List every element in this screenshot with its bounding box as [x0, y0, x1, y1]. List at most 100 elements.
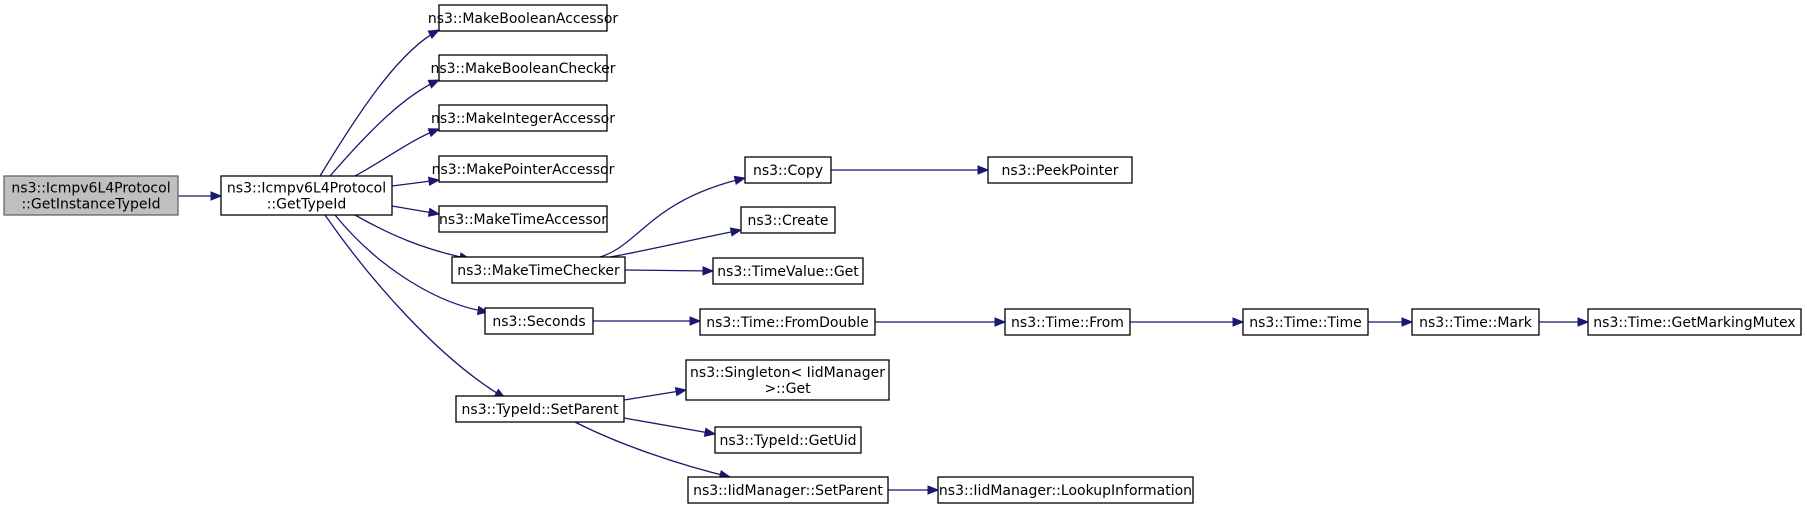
edge-n7-n10: [599, 175, 747, 258]
arrowhead-n14-n15: [994, 317, 1007, 327]
node-box-n14: [699, 308, 876, 336]
node-label-n21-0: ns3::IidManager::SetParent: [693, 483, 883, 499]
arrowhead-n7-n11: [729, 227, 743, 237]
edge-n17-n18: [1539, 317, 1590, 327]
node-box-n2: [438, 4, 608, 32]
node-box-n3: [438, 54, 608, 82]
arrowhead-n1-n6: [427, 207, 441, 217]
arrowhead-n7-n12: [702, 266, 715, 276]
arrowhead-n15-n16: [1232, 317, 1245, 327]
arrowhead-n7-n10: [733, 175, 747, 185]
node-label-n14-0: ns3::Time::FromDouble: [706, 315, 869, 331]
edge-n7-n12: [624, 266, 715, 276]
node-n11[interactable]: ns3::Create: [740, 206, 836, 234]
edge-n16-n17: [1368, 317, 1414, 327]
node-box-n20: [714, 426, 862, 454]
edge-line-n9-n21: [574, 421, 731, 478]
edge-line-n1-n8: [334, 214, 489, 313]
arrowhead-n1-n4: [427, 128, 441, 138]
arrowhead-n10-n13: [977, 165, 990, 175]
node-n16[interactable]: ns3::Time::Time: [1242, 308, 1369, 336]
edge-n1-n2: [319, 29, 441, 177]
node-n19[interactable]: ns3::Singleton< IidManager >::Get: [685, 359, 890, 401]
node-box-n18: [1587, 308, 1802, 336]
edge-n7-n11: [609, 227, 743, 258]
node-n15[interactable]: ns3::Time::From: [1004, 308, 1131, 336]
node-label-n6-0: ns3::MakeTimeAccessor: [439, 212, 607, 228]
node-n5[interactable]: ns3::MakePointerAccessor: [432, 155, 615, 183]
arrowhead-n1-n2: [427, 29, 441, 40]
node-n20[interactable]: ns3::TypeId::GetUid: [714, 426, 862, 454]
arrowhead-n8-n14: [689, 316, 702, 326]
node-n14[interactable]: ns3::Time::FromDouble: [699, 308, 876, 336]
node-n2[interactable]: ns3::MakeBooleanAccessor: [428, 4, 619, 32]
arrowhead-n1-n5: [427, 176, 441, 187]
arrowhead-n21-n22: [927, 485, 940, 495]
node-n6[interactable]: ns3::MakeTimeAccessor: [438, 205, 608, 233]
edge-n1-n5: [391, 176, 441, 187]
arrowhead-n1-n3: [427, 79, 441, 89]
node-box-n17: [1411, 308, 1540, 336]
node-box-n1: [220, 175, 393, 216]
node-n22[interactable]: ns3::IidManager::LookupInformation: [937, 476, 1194, 504]
node-n1[interactable]: ns3::Icmpv6L4Protocol::GetTypeId: [220, 175, 393, 216]
node-n7[interactable]: ns3::MakeTimeChecker: [451, 256, 626, 284]
node-box-n4: [438, 104, 608, 132]
node-box-n9: [455, 395, 625, 423]
edge-n1-n4: [354, 128, 441, 177]
node-n18[interactable]: ns3::Time::GetMarkingMutex: [1587, 308, 1802, 336]
arrowhead-n16-n17: [1401, 317, 1414, 327]
node-box-n12: [712, 257, 864, 285]
edge-n1-n6: [391, 205, 441, 217]
edge-n21-n22: [888, 485, 940, 495]
node-n13[interactable]: ns3::PeekPointer: [987, 156, 1133, 184]
node-n0[interactable]: ns3::Icmpv6L4Protocol::GetInstanceTypeId: [3, 175, 179, 216]
node-box-n13: [987, 156, 1133, 184]
edge-line-n7-n10: [599, 177, 746, 258]
node-n17[interactable]: ns3::Time::Mark: [1411, 308, 1540, 336]
node-label-n0-1: ::GetInstanceTypeId: [21, 197, 160, 213]
node-box-n22: [937, 476, 1194, 504]
node-label-n8-0: ns3::Seconds: [492, 314, 585, 330]
edge-line-n1-n9: [324, 214, 506, 399]
node-label-n9-0: ns3::TypeId::SetParent: [462, 402, 619, 418]
node-box-n5: [438, 155, 608, 183]
edge-n0-n1: [178, 191, 223, 201]
nodes-layer: ns3::Icmpv6L4Protocol::GetInstanceTypeId…: [3, 4, 1802, 504]
edge-n9-n19: [623, 386, 688, 401]
node-label-n5-0: ns3::MakePointerAccessor: [432, 162, 615, 178]
node-box-n21: [687, 476, 889, 504]
edge-n1-n9: [324, 214, 507, 399]
node-label-n10-0: ns3::Copy: [753, 163, 823, 179]
node-box-n19: [685, 359, 890, 401]
edge-n9-n20: [623, 417, 717, 437]
edge-line-n1-n7: [354, 214, 471, 260]
node-label-n0-0: ns3::Icmpv6L4Protocol: [11, 181, 170, 197]
node-label-n19-1: >::Get: [764, 381, 811, 397]
edge-line-n1-n3: [329, 79, 440, 177]
node-box-n10: [744, 156, 832, 184]
node-label-n22-0: ns3::IidManager::LookupInformation: [939, 483, 1192, 499]
node-box-n7: [451, 256, 626, 284]
edge-line-n1-n2: [319, 29, 440, 177]
node-n10[interactable]: ns3::Copy: [744, 156, 832, 184]
node-label-n2-0: ns3::MakeBooleanAccessor: [428, 11, 619, 27]
node-label-n12-0: ns3::TimeValue::Get: [717, 264, 859, 280]
node-n21[interactable]: ns3::IidManager::SetParent: [687, 476, 889, 504]
node-box-n6: [438, 205, 608, 233]
node-n12[interactable]: ns3::TimeValue::Get: [712, 257, 864, 285]
node-label-n18-0: ns3::Time::GetMarkingMutex: [1593, 315, 1795, 331]
node-label-n15-0: ns3::Time::From: [1011, 315, 1124, 331]
node-n3[interactable]: ns3::MakeBooleanChecker: [430, 54, 616, 82]
node-label-n16-0: ns3::Time::Time: [1249, 315, 1361, 331]
node-n8[interactable]: ns3::Seconds: [484, 307, 594, 335]
node-n4[interactable]: ns3::MakeIntegerAccessor: [431, 104, 615, 132]
arrowhead-n0-n1: [210, 191, 223, 201]
edge-line-n1-n4: [354, 128, 440, 177]
node-box-n15: [1004, 308, 1131, 336]
edges-layer: [178, 29, 1590, 495]
node-n9[interactable]: ns3::TypeId::SetParent: [455, 395, 625, 423]
edge-line-n9-n20: [623, 417, 716, 435]
node-label-n3-0: ns3::MakeBooleanChecker: [430, 61, 615, 77]
